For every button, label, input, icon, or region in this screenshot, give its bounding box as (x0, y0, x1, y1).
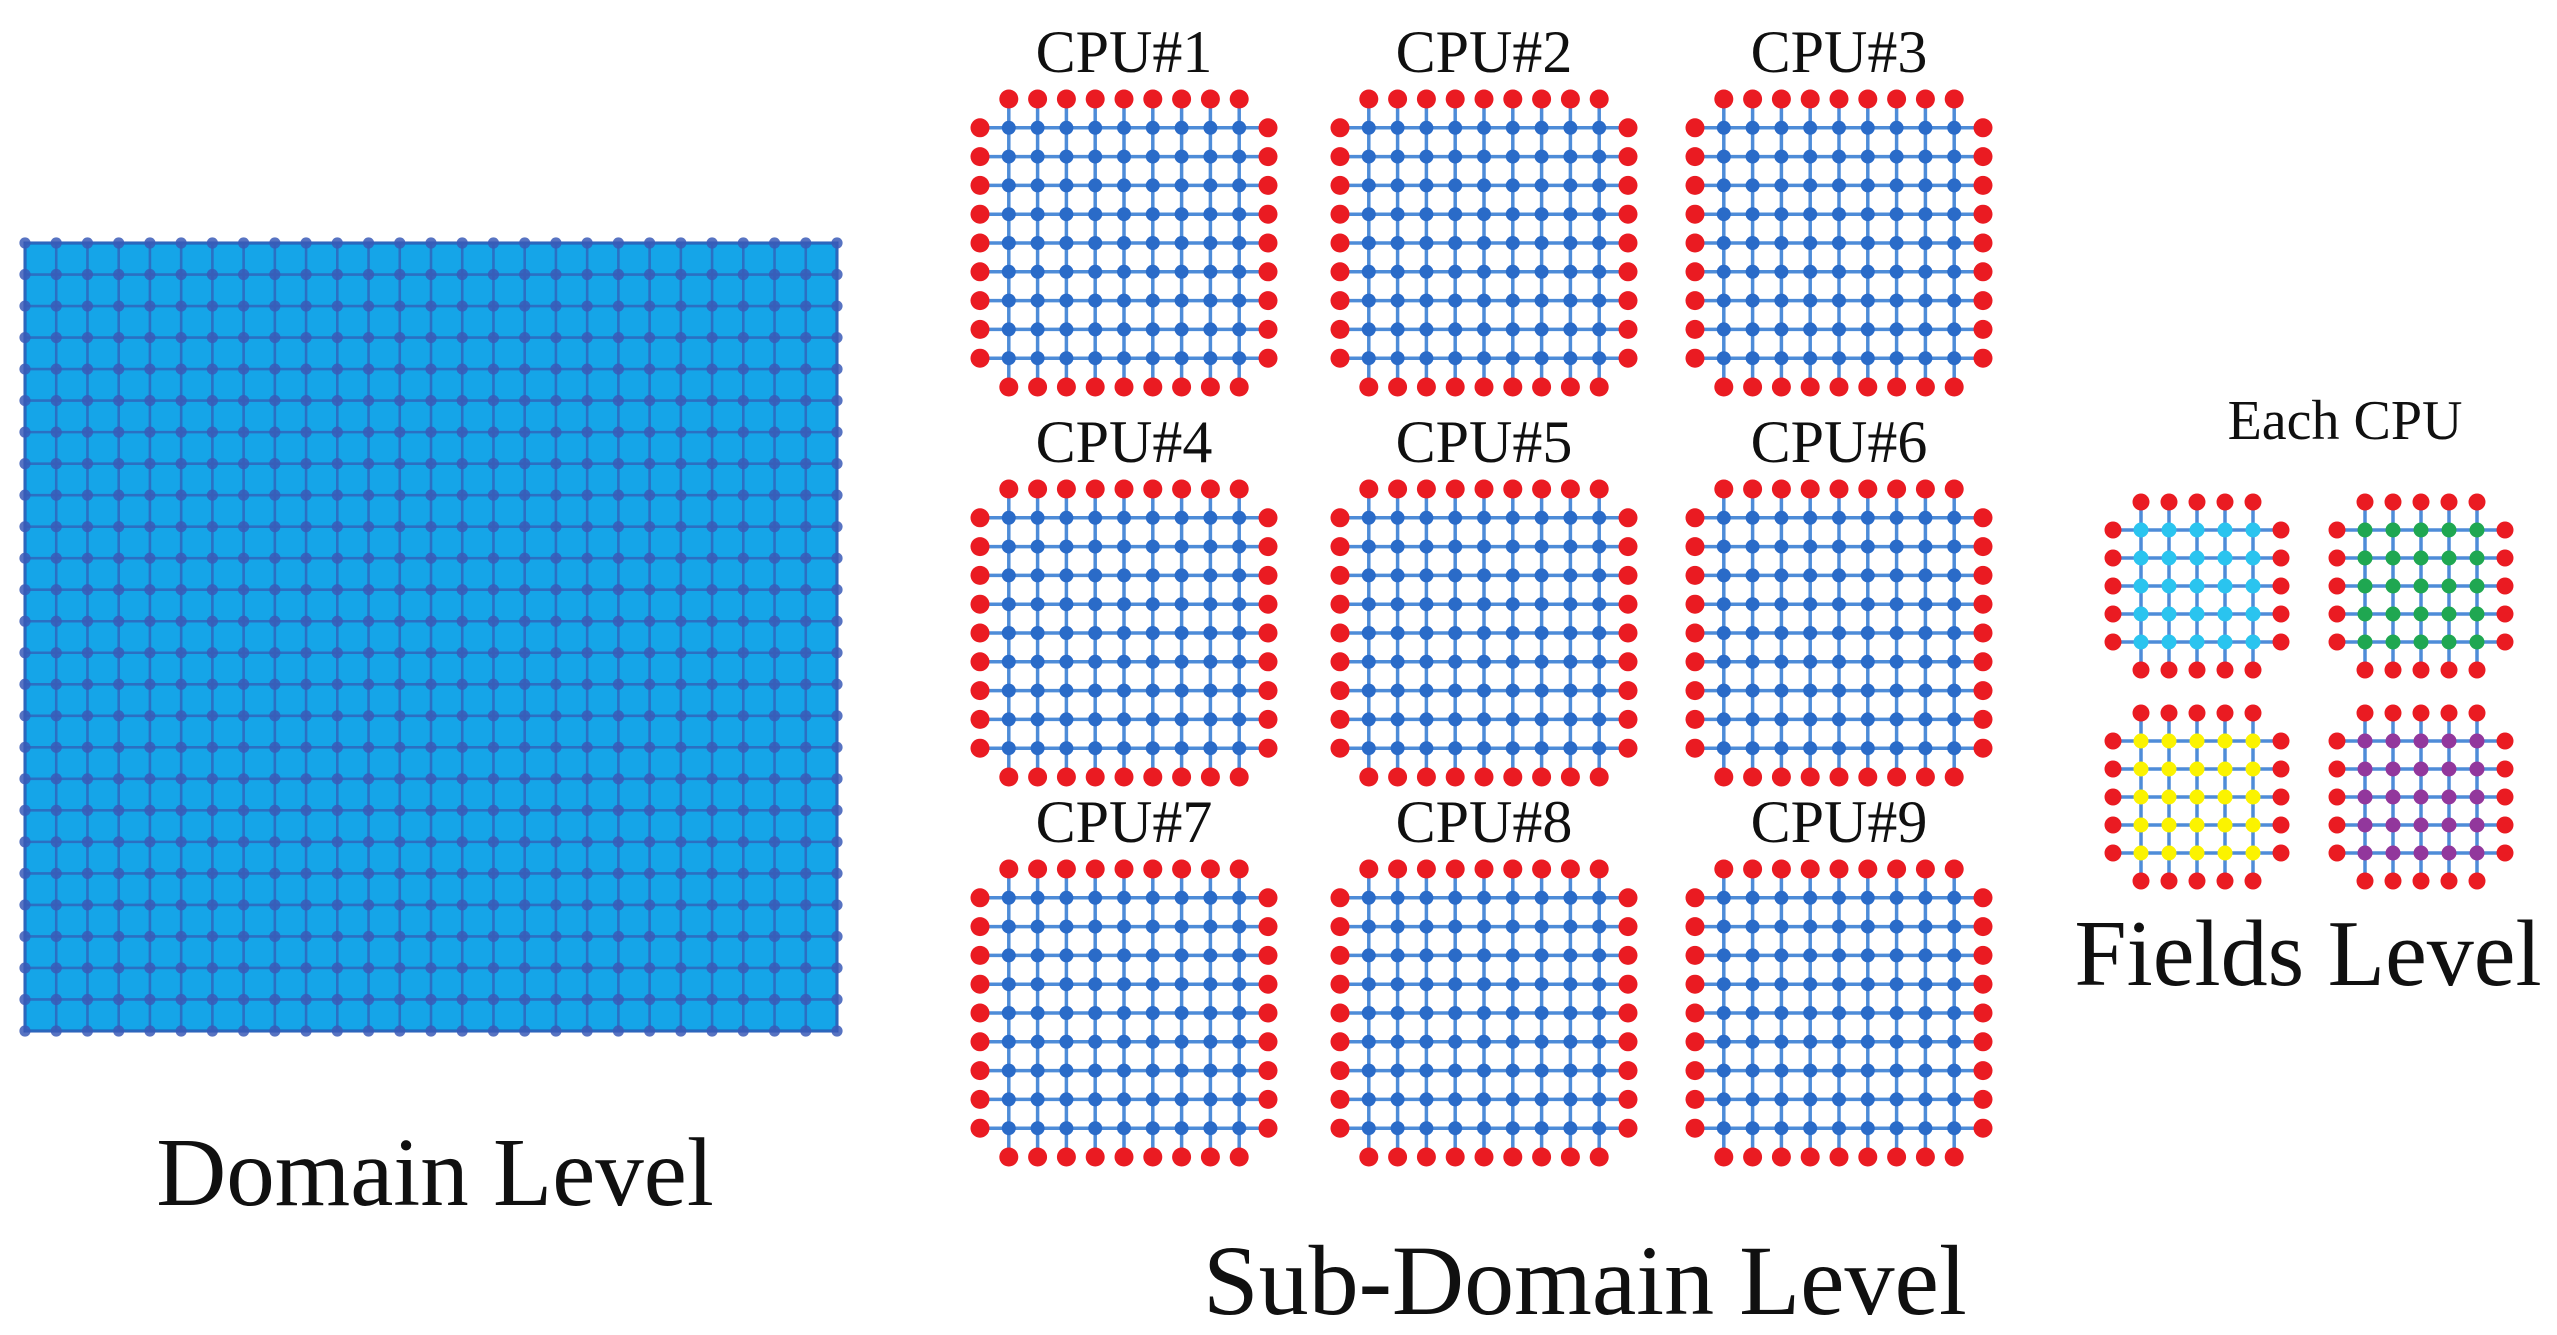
interior-nodes (1001, 890, 1247, 1136)
interior-nodes (1361, 510, 1607, 756)
cpu-label-1: CPU#1 (1035, 19, 1213, 85)
halo-nodes (1330, 479, 1638, 787)
cpu-unit-5: CPU#5 (1325, 412, 1643, 792)
halo-nodes (1685, 89, 1993, 397)
subdomain-level-label: Sub-Domain Level (1203, 1225, 1967, 1335)
fields-level-label: Fields Level (2074, 902, 2542, 1006)
halo-nodes (2104, 704, 2290, 890)
cpu-grid-1 (970, 89, 1278, 397)
cpu-grid-7 (970, 859, 1278, 1167)
interior-nodes (2133, 733, 2261, 861)
interior-nodes (1716, 890, 1962, 1136)
cpu-grid-8 (1330, 859, 1638, 1167)
cpu-unit-1: CPU#1 (965, 22, 1283, 402)
interior-nodes (1716, 120, 1962, 366)
interior-nodes (2357, 733, 2485, 861)
halo-nodes (1330, 859, 1638, 1167)
cpu-unit-4: CPU#4 (965, 412, 1283, 792)
cpu-grid-4 (970, 479, 1278, 787)
interior-nodes (1361, 890, 1607, 1136)
cpu-grid-5 (1330, 479, 1638, 787)
field-grid-field-yellow (2104, 704, 2290, 890)
domain-grid-nodes (19, 237, 843, 1037)
cpu-unit-2: CPU#2 (1325, 22, 1643, 402)
field-unit-field-yellow (2099, 699, 2295, 895)
interior-nodes (1361, 120, 1607, 366)
cpu-label-9: CPU#9 (1750, 789, 1928, 855)
interior-nodes (2133, 522, 2261, 650)
halo-nodes (2328, 704, 2514, 890)
halo-nodes (970, 479, 1278, 787)
interior-nodes (1001, 120, 1247, 366)
each-cpu-label: Each CPU (2227, 390, 2463, 452)
cpu-grid-3 (1685, 89, 1993, 397)
halo-nodes (1330, 89, 1638, 397)
field-grid-field-purple (2328, 704, 2514, 890)
halo-nodes (1685, 859, 1993, 1167)
cpu-unit-9: CPU#9 (1680, 792, 1998, 1172)
cpu-grid-2 (1330, 89, 1638, 397)
field-unit-field-cyan (2099, 488, 2295, 684)
cpu-grid-9 (1685, 859, 1993, 1167)
halo-nodes (2328, 493, 2514, 679)
field-unit-field-green (2323, 488, 2519, 684)
field-unit-field-purple (2323, 699, 2519, 895)
cpu-unit-3: CPU#3 (1680, 22, 1998, 402)
domain-grid (19, 237, 843, 1037)
cpu-label-5: CPU#5 (1395, 409, 1573, 475)
cpu-label-7: CPU#7 (1035, 789, 1213, 855)
cpu-label-4: CPU#4 (1035, 409, 1213, 475)
domain-level-label: Domain Level (156, 1119, 714, 1226)
halo-nodes (970, 859, 1278, 1167)
cpu-label-2: CPU#2 (1395, 19, 1573, 85)
cpu-unit-6: CPU#6 (1680, 412, 1998, 792)
cpu-label-8: CPU#8 (1395, 789, 1573, 855)
halo-nodes (1685, 479, 1993, 787)
cpu-unit-7: CPU#7 (965, 792, 1283, 1172)
field-grid-field-green (2328, 493, 2514, 679)
interior-nodes (1716, 510, 1962, 756)
cpu-grid-6 (1685, 479, 1993, 787)
cpu-label-3: CPU#3 (1750, 19, 1928, 85)
interior-nodes (2357, 522, 2485, 650)
field-grid-field-cyan (2104, 493, 2290, 679)
halo-nodes (2104, 493, 2290, 679)
cpu-label-6: CPU#6 (1750, 409, 1928, 475)
interior-nodes (1001, 510, 1247, 756)
halo-nodes (970, 89, 1278, 397)
cpu-unit-8: CPU#8 (1325, 792, 1643, 1172)
